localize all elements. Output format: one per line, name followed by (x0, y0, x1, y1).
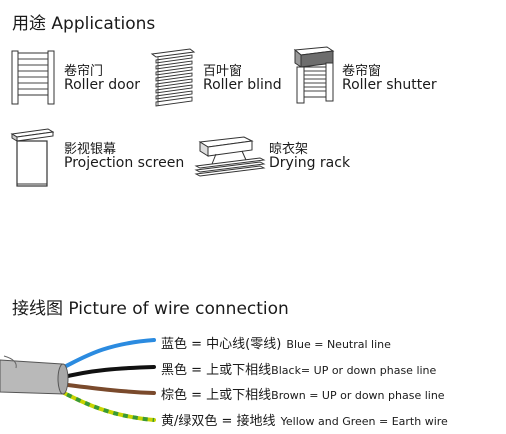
app-label-cn: 卷帘门 (64, 64, 104, 79)
wire-legend-brown: 棕色 = 上或下相线Brown = UP or down phase line (161, 384, 445, 403)
wire-yellow-green (56, 388, 156, 422)
roller-door-icon (11, 50, 55, 105)
app-label-en: Drying rack (269, 155, 351, 171)
app-label-en: Projection screen (64, 155, 185, 171)
wire-label-cn: 黄/绿双色 = 接地线 (161, 414, 276, 429)
wire-blue (56, 338, 156, 372)
wire-label-cn: 棕色 = 上或下相线 (161, 388, 272, 403)
roller-blind-icon (150, 48, 196, 107)
drying-rack-icon (194, 136, 266, 177)
applications-heading: 用途 Applications (12, 14, 156, 34)
app-label-cn: 影视银幕 (64, 142, 117, 157)
app-label-en: Roller door (64, 77, 141, 93)
wire-label-cn: 蓝色 = 中心线(零线) (161, 337, 282, 352)
wiring-heading: 接线图 Picture of wire connection (12, 299, 289, 319)
cable-jacket (0, 359, 68, 395)
wire-black (58, 365, 156, 380)
wire-label-en: Yellow and Green = Earth wire (280, 415, 448, 428)
wire-legend-black: 黑色 = 上或下相线Black= UP or down phase line (161, 359, 436, 378)
app-label-cn: 卷帘窗 (342, 64, 382, 79)
roller-shutter-icon (293, 46, 335, 104)
app-label-en: Roller blind (203, 77, 282, 93)
app-label-cn: 晾衣架 (269, 142, 309, 157)
cable-diagram (0, 338, 156, 422)
wire-legend-yellow-green: 黄/绿双色 = 接地线 Yellow and Green = Earth wir… (161, 410, 448, 429)
wire-brown (58, 382, 156, 395)
wire-label-cn: 黑色 = 上或下相线 (161, 363, 272, 378)
app-label-en: Roller shutter (342, 77, 437, 93)
wire-label-en: Blue = Neutral line (286, 338, 391, 351)
wire-legend-blue: 蓝色 = 中心线(零线) Blue = Neutral line (161, 333, 391, 352)
app-label-cn: 百叶窗 (203, 64, 243, 79)
wire-label-en: Black= UP or down phase line (271, 364, 437, 377)
projection-screen-icon (10, 128, 54, 187)
wire-label-en: Brown = UP or down phase line (271, 389, 445, 402)
